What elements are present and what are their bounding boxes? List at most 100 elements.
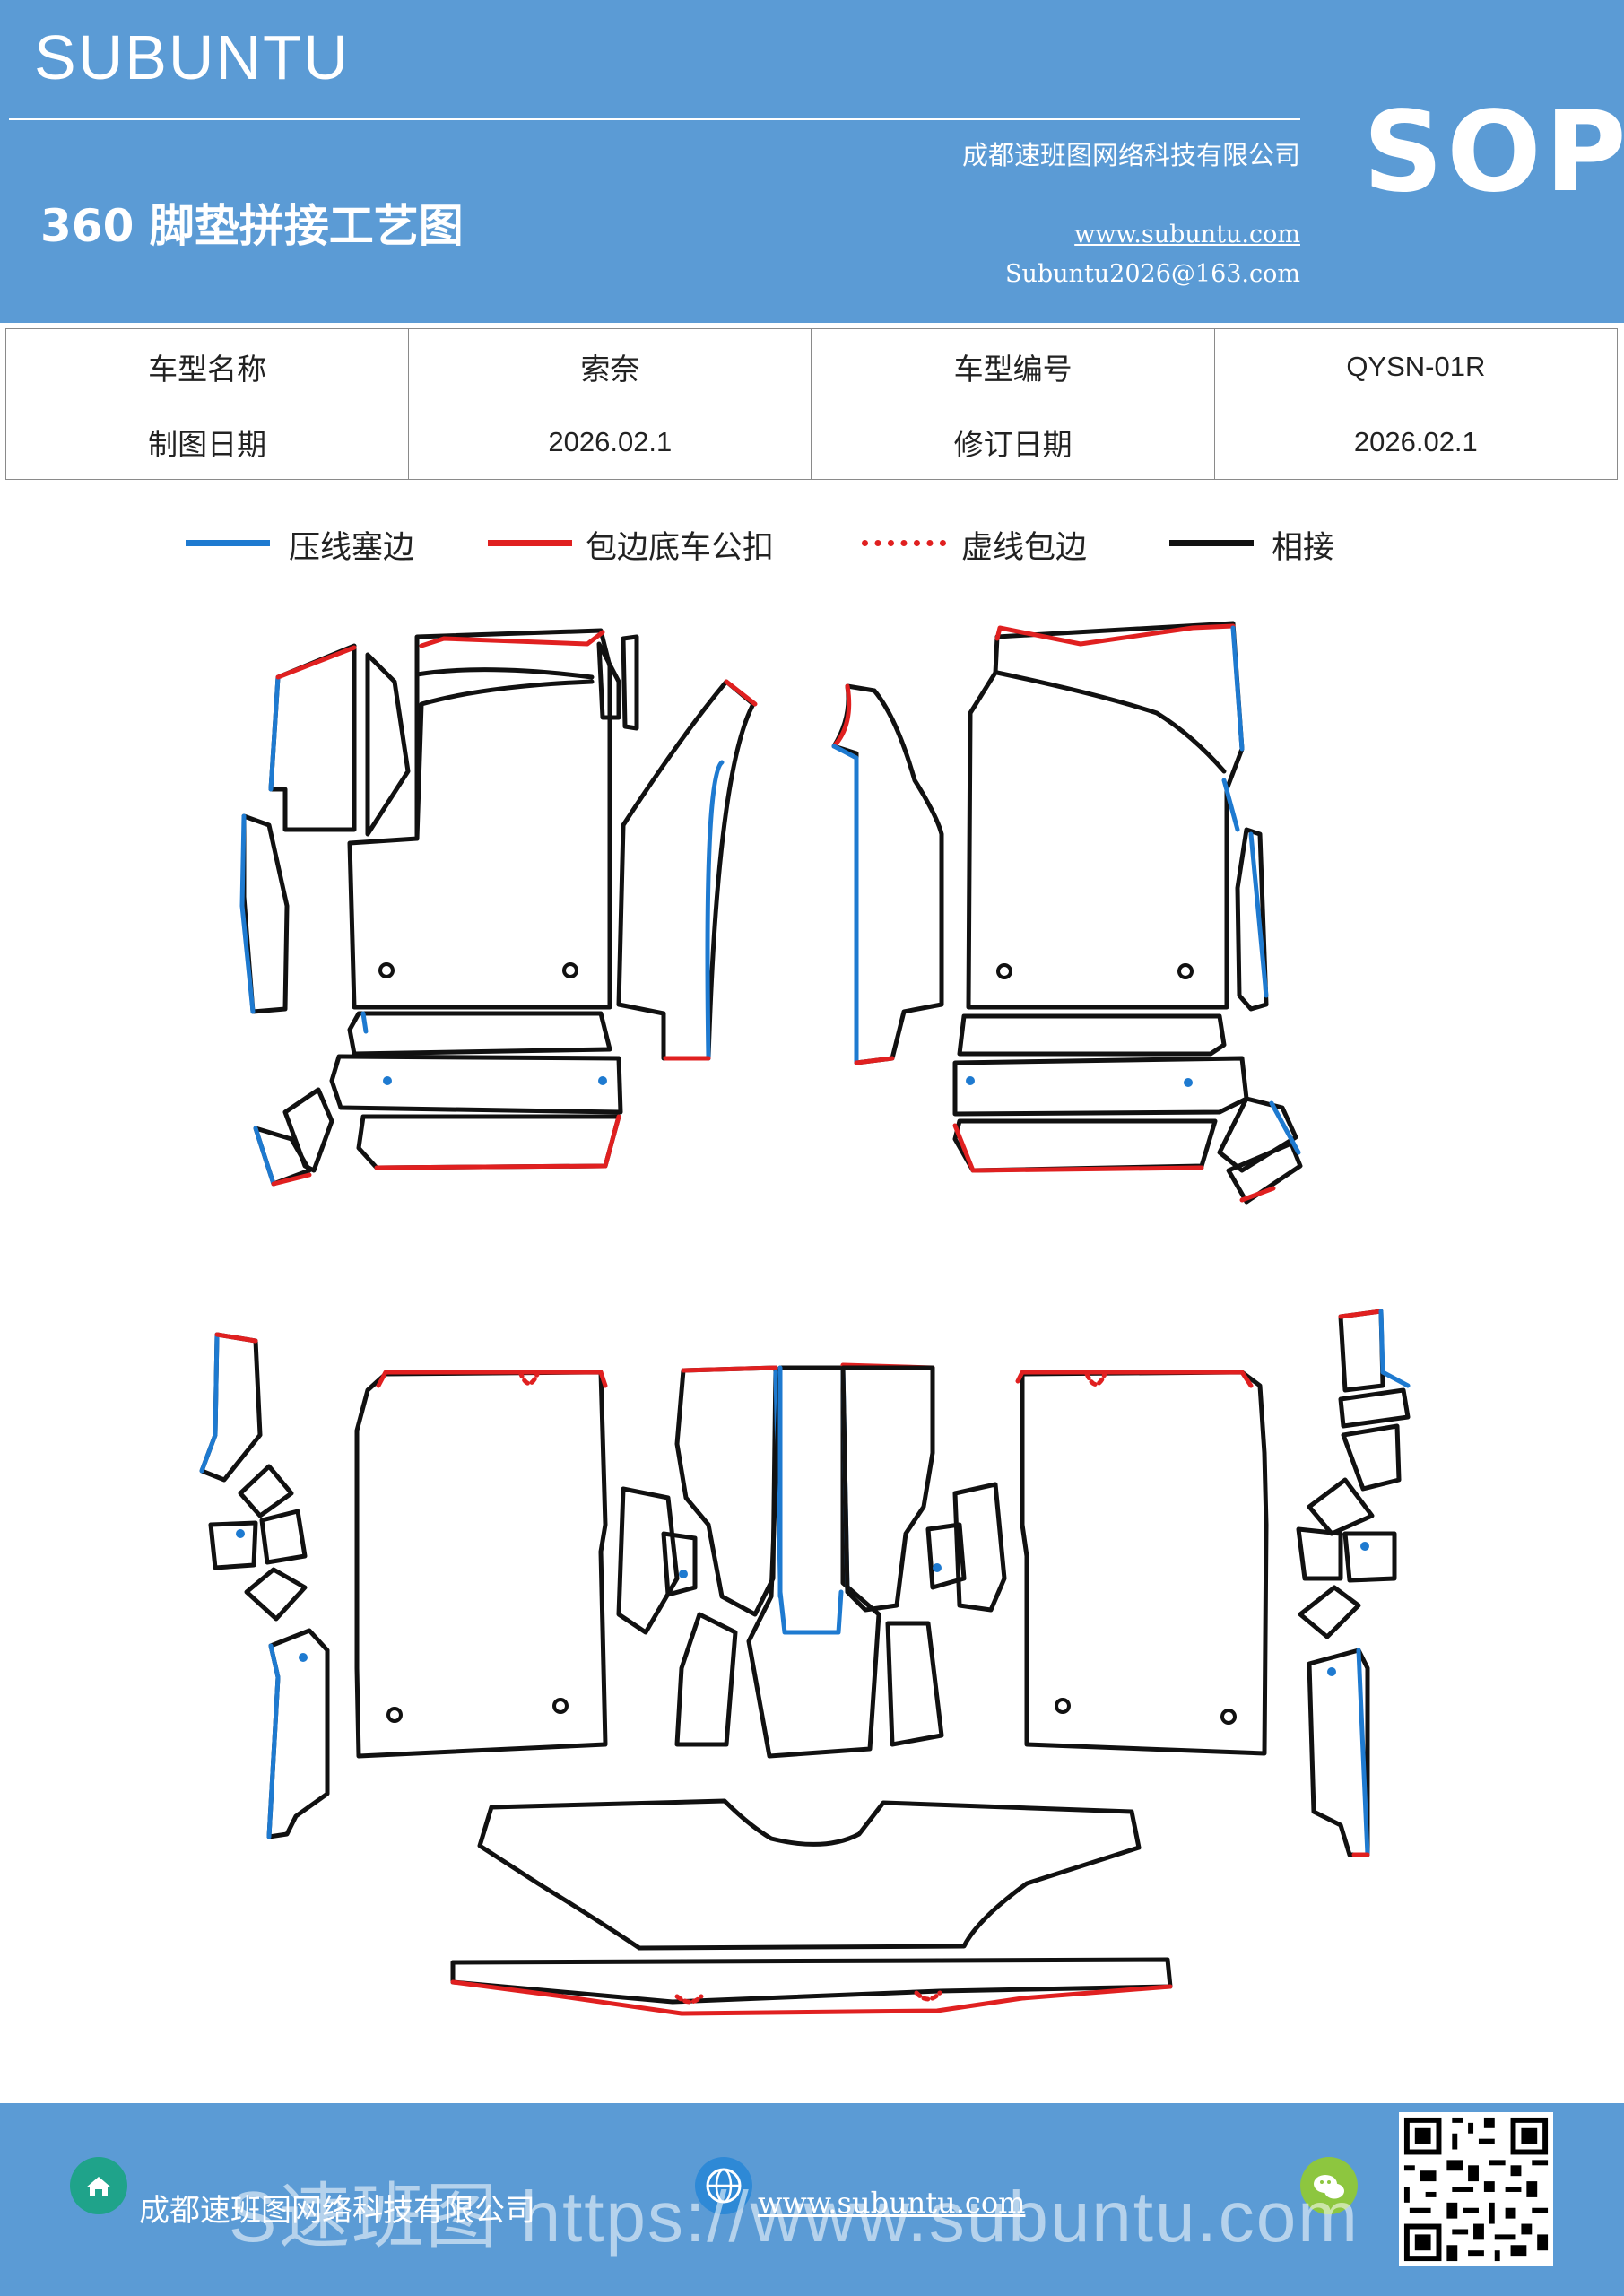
mat-piece (952, 1118, 1218, 1173)
mat-piece (966, 621, 1245, 1010)
grommet-hole (552, 1698, 569, 1714)
mat-piece-edge-red (681, 1365, 778, 1373)
mat-piece-edge-blue (1269, 1100, 1301, 1155)
mat-piece (1342, 1531, 1397, 1583)
mat-piece-edge-red (831, 683, 852, 749)
mat-piece (925, 1522, 967, 1590)
draw-date-label: 制图日期 (4, 404, 410, 480)
mat-piece (596, 641, 621, 720)
mat-piece (957, 1013, 1227, 1057)
mat-piece-edge-blue (239, 813, 256, 1014)
mat-piece (477, 1798, 1142, 1951)
clip-point (1327, 1667, 1336, 1676)
mat-piece (1307, 1477, 1375, 1536)
mat-piece (746, 1365, 881, 1759)
header-divider (9, 118, 1300, 120)
website-link[interactable]: www.subuntu.com (1074, 221, 1300, 248)
mat-piece-edge-blue (266, 1643, 281, 1839)
mat-piece-edge-red (674, 1994, 704, 2005)
floor-mat-diagram (199, 621, 1411, 2016)
footer-band: 成都速班图网络科技有限公司 www.subuntu.com S速班图 https… (0, 2103, 1624, 2296)
grommet-hole (562, 962, 578, 978)
mat-piece (356, 1114, 621, 1170)
legend-swatch-red-solid (488, 540, 572, 546)
mat-piece-edge-blue (199, 1332, 220, 1474)
mat-piece (885, 1621, 944, 1747)
clip-point (383, 1076, 392, 1085)
legend-label: 压线塞边 (289, 530, 415, 566)
footer-company: 成都速班图网络科技有限公司 (139, 2193, 535, 2229)
mat-piece (840, 1365, 935, 1613)
mat-piece-edge-red (517, 1370, 541, 1386)
grommet-hole (386, 1707, 403, 1723)
front-left-mat-group (239, 628, 758, 1187)
mat-piece-edge-red (1338, 1309, 1384, 1319)
mat-piece (365, 652, 411, 837)
edge-legend: 压线塞边 包边底车公扣 虚线包边 相接 (0, 522, 1624, 576)
clip-point (236, 1529, 245, 1538)
company-name: 成都速班图网络科技有限公司 (961, 140, 1300, 170)
mat-piece-edge-blue (705, 760, 725, 1061)
grommet-hole (1055, 1698, 1071, 1714)
mat-piece (621, 634, 639, 731)
legend-label: 虚线包边 (961, 530, 1088, 566)
mat-piece-edge-red (1015, 1370, 1254, 1388)
mat-piece (1235, 827, 1269, 1012)
mat-piece (1338, 1387, 1411, 1429)
model-name-value: 索奈 (408, 328, 812, 404)
table-row: 制图日期 2026.02.1 修订日期 2026.02.1 (4, 404, 1619, 480)
mat-piece-edge-red (374, 1114, 621, 1170)
header-band: SUBUNTU 成都速班图网络科技有限公司 SOP 360 脚垫拼接工艺图 ww… (0, 0, 1624, 323)
revision-date-label: 修订日期 (811, 404, 1215, 480)
mat-piece (259, 1509, 308, 1565)
mat-piece (994, 670, 1227, 774)
wechat-icon (1300, 2157, 1358, 2214)
model-code-label: 车型编号 (811, 328, 1215, 404)
mat-piece (414, 679, 595, 841)
footer-watermark: S速班图 https://www.subuntu.com (229, 2177, 1359, 2257)
clip-point (679, 1570, 688, 1578)
mat-piece (1296, 1526, 1343, 1581)
mat-piece-edge-blue (831, 744, 859, 1065)
legend-swatch-black-solid (1169, 540, 1254, 546)
mat-piece-edge-blue (360, 1011, 369, 1034)
mat-piece-edge-red (271, 1172, 312, 1187)
mat-piece (1341, 1423, 1402, 1492)
grommet-hole (1177, 963, 1194, 979)
mat-piece-edge-blue (1356, 1648, 1370, 1857)
mat-piece-edge-blue (268, 674, 281, 792)
mat-piece-edge-blue (1221, 778, 1240, 832)
mat-piece (616, 1486, 680, 1635)
mat-piece-edge-red (450, 1979, 1173, 2016)
mat-piece-edge-red (994, 623, 1236, 647)
footer-website[interactable]: www.subuntu.com (758, 2186, 1026, 2220)
document-title: 360 脚垫拼接工艺图 (40, 200, 464, 252)
mat-piece (952, 1056, 1249, 1117)
home-icon (70, 2157, 127, 2214)
vehicle-info-table: 车型名称 索奈 车型编号 QYSN-01R 制图日期 2026.02.1 修订日… (4, 328, 1619, 480)
mat-piece (347, 628, 612, 1010)
mat-piece-edge-red (419, 630, 605, 648)
mat-piece-edge-red (724, 679, 758, 707)
mat-piece (347, 1011, 612, 1057)
mat-piece-edge-red (376, 1370, 608, 1388)
mat-piece (1226, 1141, 1303, 1205)
mat-piece (208, 1520, 258, 1570)
grommet-hole (1220, 1709, 1237, 1725)
mat-piece (282, 1087, 334, 1173)
legend-label: 包边底车公扣 (586, 530, 775, 566)
mat-piece (674, 1365, 778, 1617)
legend-swatch-red-dotted (862, 540, 946, 546)
mat-piece-edge-red (914, 1990, 942, 2002)
draw-date-value: 2026.02.1 (408, 404, 812, 480)
qr-code-icon[interactable] (1399, 2112, 1553, 2266)
mat-piece (354, 1370, 608, 1759)
mat-piece (414, 667, 595, 680)
legend-swatch-blue-solid (186, 540, 270, 546)
mat-piece-edge-red (854, 1056, 895, 1065)
grommet-hole (996, 963, 1012, 979)
mat-piece (616, 679, 756, 1061)
mat-piece-edge-red (214, 1332, 258, 1344)
mat-piece (661, 1531, 698, 1597)
model-code-value: QYSN-01R (1213, 328, 1619, 404)
